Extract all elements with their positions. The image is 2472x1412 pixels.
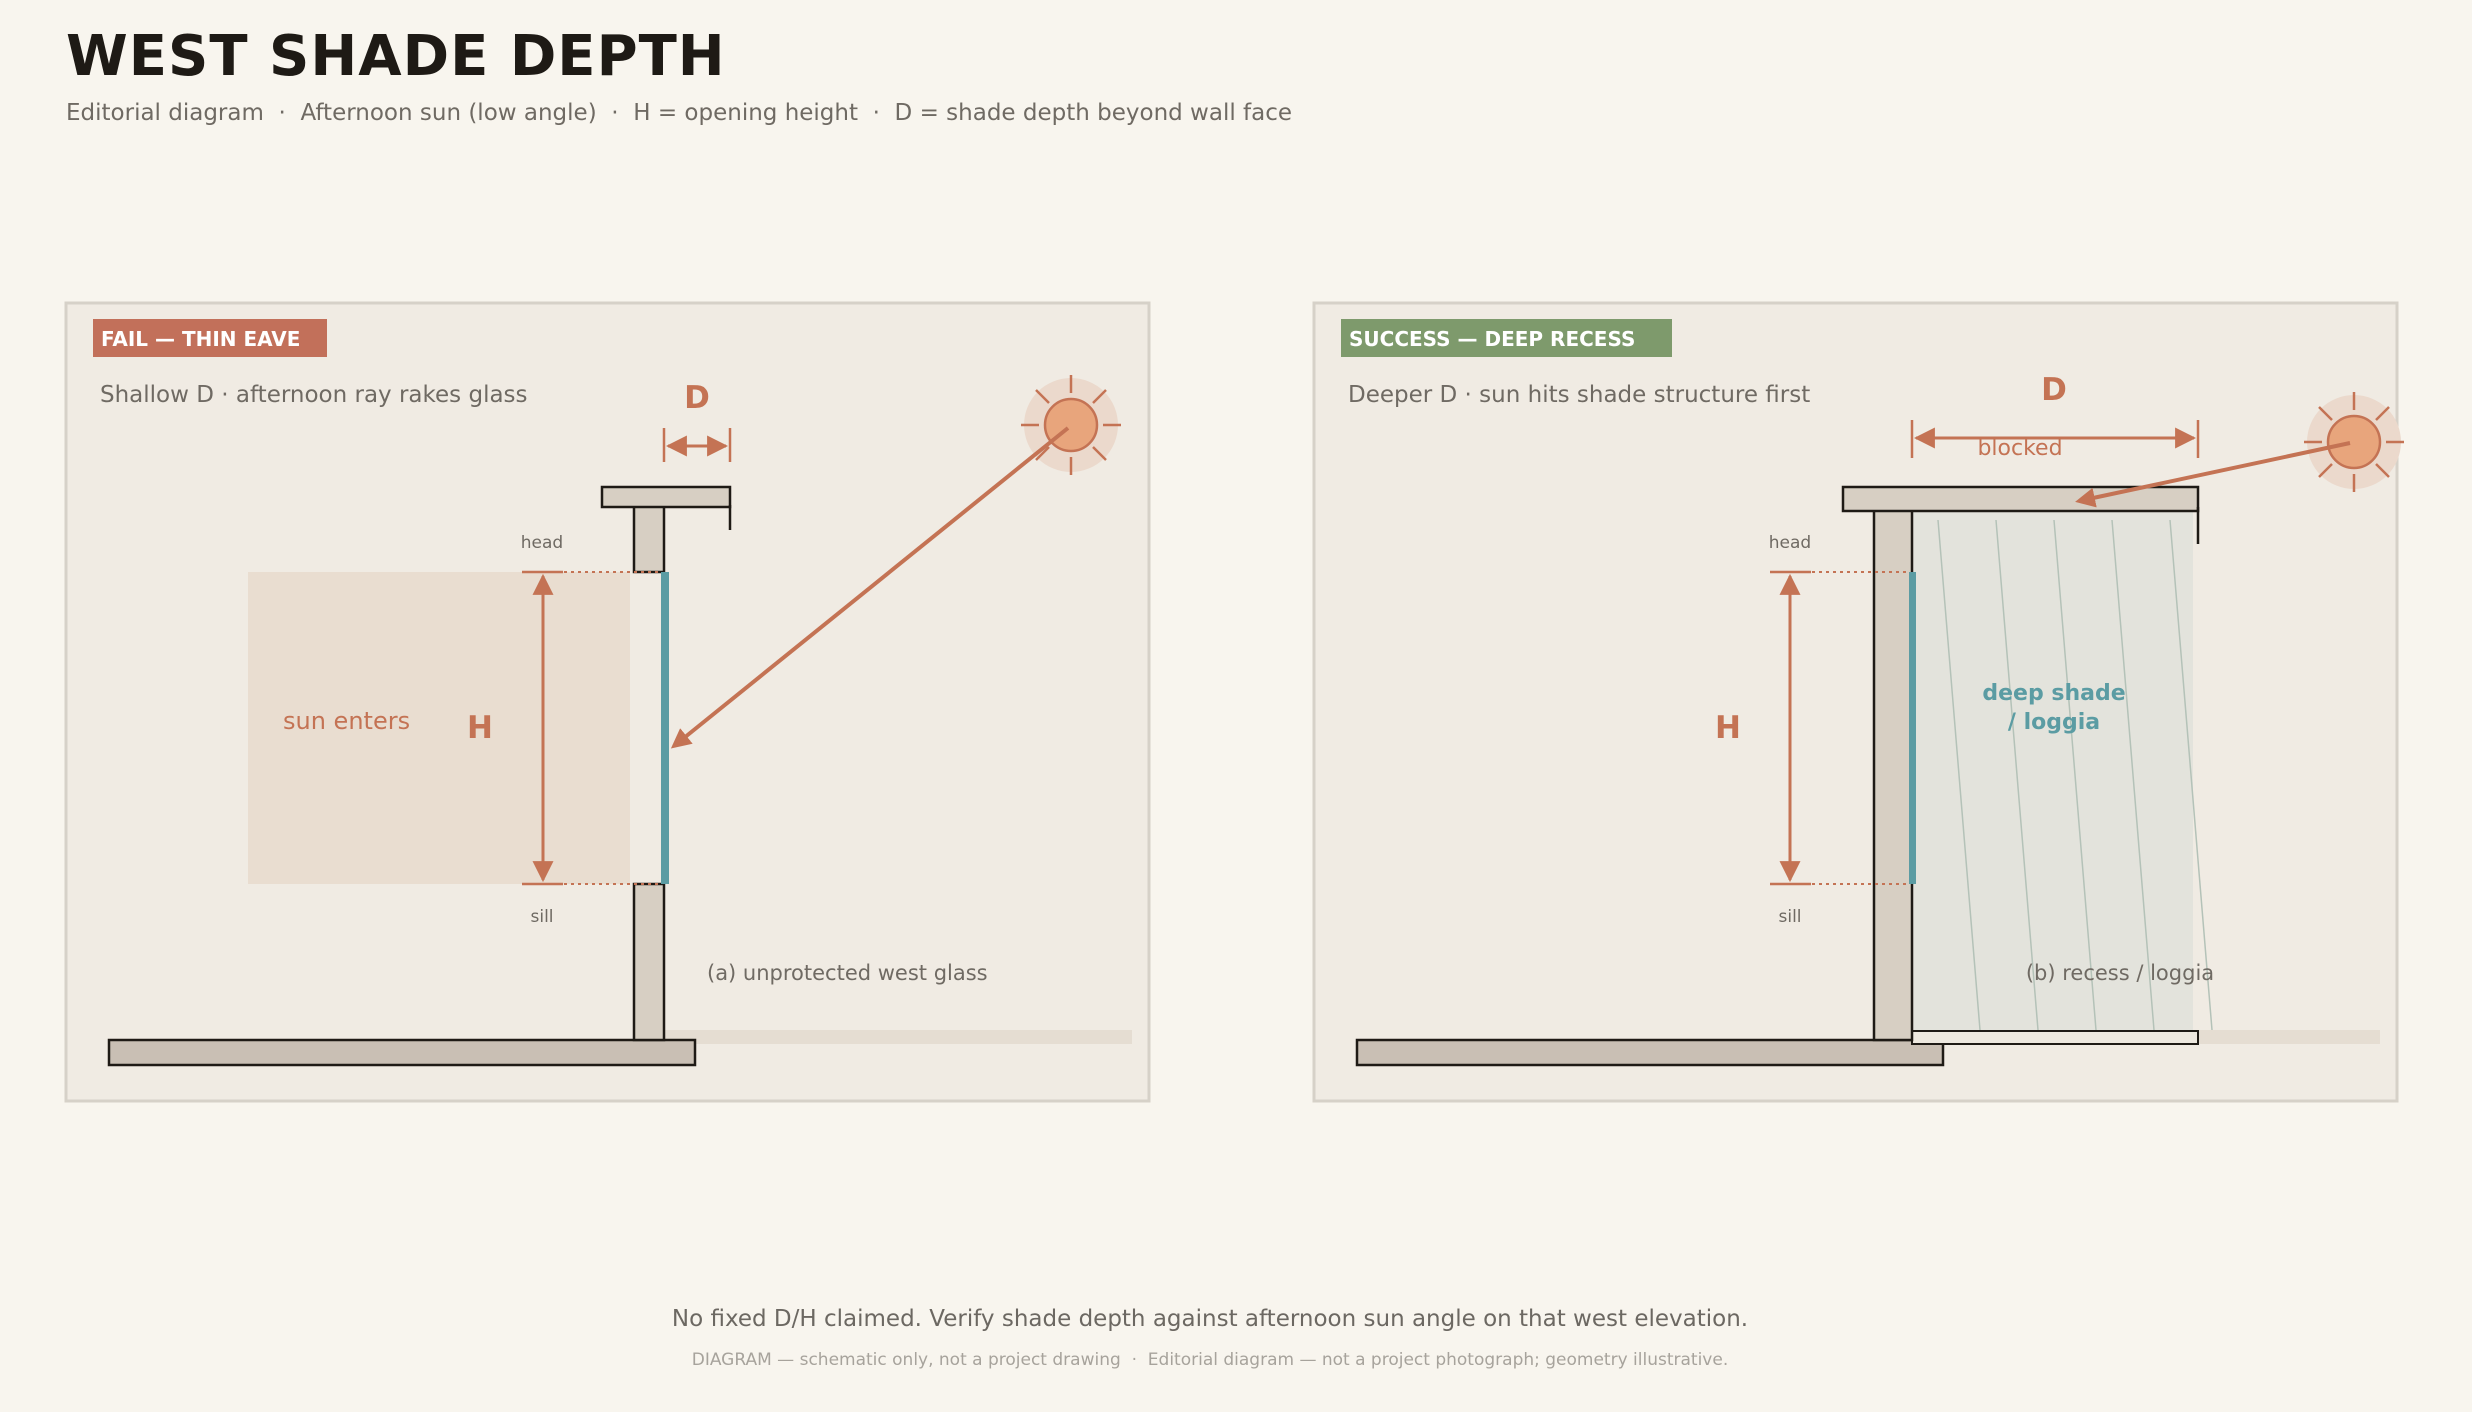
panel-fail: FAIL — THIN EAVE Shallow D · afternoon r…: [64, 301, 1151, 1103]
loggia-hatching: [1937, 519, 2213, 1031]
sun-ray: [670, 426, 1070, 749]
shade-label-line1: deep shade: [1982, 681, 2125, 706]
d-label: D: [684, 380, 710, 416]
floor-slab-b: [1355, 1038, 1945, 1067]
loggia-floor: [1911, 1030, 2199, 1045]
head-label: head: [521, 533, 563, 553]
success-badge: SUCCESS — DEEP RECESS: [1349, 327, 1635, 351]
footer-note: No fixed D/H claimed. Verify shade depth…: [671, 1306, 1749, 1332]
head-label-b: head: [1769, 533, 1811, 553]
sun-icon-b: [2304, 392, 2404, 492]
glass-pane-b: [1909, 572, 1916, 884]
ground-band: [660, 1030, 1132, 1044]
floor-slab: [107, 1038, 697, 1067]
footer-caption: DIAGRAM — schematic only, not a project …: [691, 1350, 1729, 1370]
ground-band-b: [2190, 1030, 2380, 1044]
loggia-shade: [1912, 509, 2193, 1033]
sun-ray-b: [2075, 441, 2351, 508]
glass-pane: [661, 572, 669, 884]
wall-lower: [632, 882, 666, 1042]
sun-patch: [248, 572, 630, 884]
panel-success: SUCCESS — DEEP RECESS Deeper D · sun hit…: [1312, 301, 2404, 1103]
page-title: WEST SHADE DEPTH: [66, 24, 726, 89]
sill-label: sill: [530, 907, 553, 927]
sill-label-b: sill: [1778, 907, 1801, 927]
fail-caption: Shallow D · afternoon ray rakes glass: [100, 382, 528, 408]
deep-roof: [1841, 485, 2200, 513]
page-subtitle: Editorial diagram · Afternoon sun (low a…: [66, 100, 1293, 126]
sun-enters-label: sun enters: [283, 707, 410, 735]
fail-badge: FAIL — THIN EAVE: [101, 327, 300, 351]
success-caption: Deeper D · sun hits shade structure firs…: [1348, 382, 1810, 408]
panel-success-frame: [1312, 301, 2399, 1103]
h-label: H: [467, 710, 493, 746]
success-footnote: (b) recess / loggia: [2026, 961, 2214, 985]
thin-eave: [600, 485, 732, 509]
blocked-label: blocked: [1977, 436, 2062, 461]
shade-label-line2: / loggia: [2008, 710, 2100, 735]
fail-badge-bg: [93, 319, 327, 357]
sun-icon: [1021, 375, 1121, 475]
h-label-b: H: [1715, 710, 1741, 746]
wall-upper: [632, 503, 666, 574]
wall-b: [1872, 507, 1914, 1042]
success-badge-bg: [1341, 319, 1672, 357]
fail-footnote: (a) unprotected west glass: [707, 961, 988, 985]
d-label-b: D: [2041, 372, 2067, 408]
